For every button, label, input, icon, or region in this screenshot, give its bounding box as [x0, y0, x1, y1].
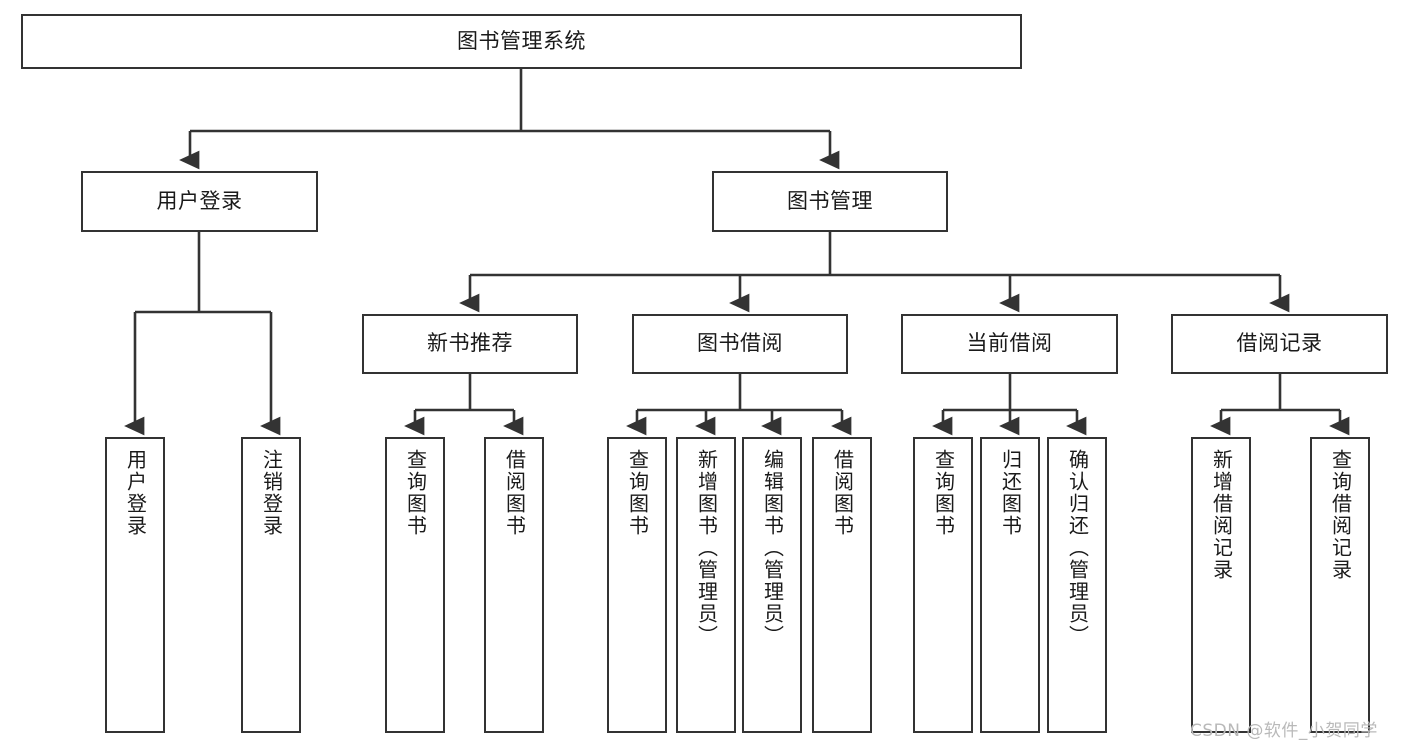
leaf-add-borrow-record[interactable]: 新增借阅记录	[1191, 437, 1251, 733]
leaf-query-book-borrow[interactable]: 查询图书	[607, 437, 667, 733]
node-book-borrow[interactable]: 图书借阅	[632, 314, 848, 374]
node-label: 查询图书	[403, 449, 428, 537]
node-label: 查询借阅记录	[1328, 449, 1353, 581]
leaf-query-book-recommend[interactable]: 查询图书	[385, 437, 445, 733]
leaf-query-borrow-record[interactable]: 查询借阅记录	[1310, 437, 1370, 733]
node-label: 图书管理	[787, 188, 873, 213]
node-label: 查询图书	[931, 449, 956, 537]
node-label: 用户登录	[123, 449, 148, 537]
leaf-confirm-return-admin[interactable]: 确认归还（管理员）	[1047, 437, 1107, 733]
node-label: 查询图书	[625, 449, 650, 537]
node-current-borrow[interactable]: 当前借阅	[901, 314, 1118, 374]
leaf-borrow-book-recommend[interactable]: 借阅图书	[484, 437, 544, 733]
node-root-system[interactable]: 图书管理系统	[21, 14, 1022, 69]
node-label: 新书推荐	[427, 331, 513, 356]
node-label: 借阅图书	[502, 449, 527, 537]
node-label: 注销登录	[259, 449, 284, 537]
leaf-query-book-current[interactable]: 查询图书	[913, 437, 973, 733]
node-label: 借阅图书	[830, 449, 855, 537]
node-label: 新增图书（管理员）	[694, 449, 719, 647]
leaf-user-login[interactable]: 用户登录	[105, 437, 165, 733]
node-label: 确认归还（管理员）	[1065, 449, 1090, 647]
node-borrow-record[interactable]: 借阅记录	[1171, 314, 1388, 374]
node-label: 用户登录	[156, 188, 243, 213]
node-new-book-recommend[interactable]: 新书推荐	[362, 314, 578, 374]
leaf-borrow-book-borrow[interactable]: 借阅图书	[812, 437, 872, 733]
csdn-watermark: CSDN @软件_小贺同学	[1190, 721, 1378, 741]
node-label: 归还图书	[998, 449, 1023, 537]
node-label: 图书借阅	[697, 331, 783, 356]
node-label: 当前借阅	[966, 331, 1053, 356]
node-label: 借阅记录	[1236, 331, 1323, 356]
node-user-login[interactable]: 用户登录	[81, 171, 318, 232]
node-label: 编辑图书（管理员）	[760, 449, 785, 647]
node-label: 新增借阅记录	[1209, 449, 1234, 581]
leaf-return-book[interactable]: 归还图书	[980, 437, 1040, 733]
leaf-edit-book-admin[interactable]: 编辑图书（管理员）	[742, 437, 802, 733]
node-book-manage[interactable]: 图书管理	[712, 171, 948, 232]
leaf-add-book-admin[interactable]: 新增图书（管理员）	[676, 437, 736, 733]
node-label: 图书管理系统	[457, 28, 586, 53]
leaf-logout-login[interactable]: 注销登录	[241, 437, 301, 733]
